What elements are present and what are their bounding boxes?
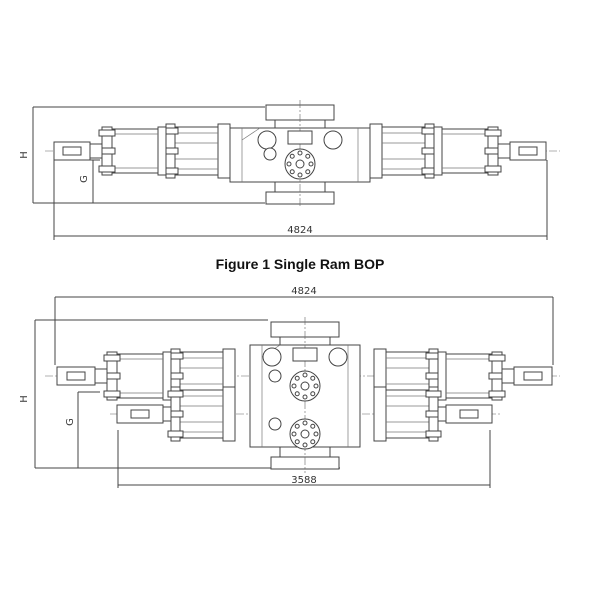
ram-cylinder xyxy=(381,126,426,176)
ram-cylinder xyxy=(174,126,219,176)
piston-rod xyxy=(94,368,108,384)
lock-cylinder xyxy=(441,128,489,174)
name-plate xyxy=(292,347,318,362)
fig2-bottom-width-dimension: 3588 xyxy=(291,475,316,486)
port-bore xyxy=(300,381,310,391)
bolt xyxy=(103,354,121,362)
flange xyxy=(433,126,443,176)
body-chamfer xyxy=(241,127,261,141)
bolt-hole xyxy=(294,423,300,429)
valve-port xyxy=(268,369,282,383)
bolt xyxy=(103,390,121,398)
bolt-hole xyxy=(291,431,297,437)
bolt-hole xyxy=(305,153,311,159)
port-bore xyxy=(300,429,310,439)
bolt-hole xyxy=(302,394,308,400)
handle-slot xyxy=(459,409,479,419)
bolt-hole xyxy=(291,383,297,389)
handle-slot xyxy=(518,146,538,156)
bolt-hole xyxy=(286,161,292,167)
bolt-hole xyxy=(297,172,303,178)
gauge-port xyxy=(328,347,348,367)
handle-slot xyxy=(523,371,543,381)
bolt xyxy=(425,430,442,438)
name-plate xyxy=(287,130,313,145)
handle-slot xyxy=(62,146,82,156)
lock-cylinder xyxy=(116,353,164,399)
double-ram-bop-drawing xyxy=(34,296,560,488)
bonnet xyxy=(222,386,236,442)
port-bore xyxy=(295,159,305,169)
handle-slot xyxy=(130,409,150,419)
flange xyxy=(157,126,167,176)
bolt-hole xyxy=(310,439,316,445)
bonnet xyxy=(373,386,387,442)
bolt-hole xyxy=(294,375,300,381)
bolt-hole xyxy=(289,169,295,175)
bolt-hole xyxy=(302,442,308,448)
ram-cylinder xyxy=(179,389,224,439)
bolt-hole xyxy=(294,439,300,445)
valve-port xyxy=(263,147,277,161)
fig2-height-label: H xyxy=(19,395,30,403)
bolt xyxy=(167,430,184,438)
bolt-hole xyxy=(294,391,300,397)
bolt-hole xyxy=(297,150,303,156)
bolt-hole xyxy=(302,372,308,378)
bolt-hole xyxy=(302,420,308,426)
bolt-hole xyxy=(310,423,316,429)
bolt xyxy=(98,165,116,173)
single-ram-bop-drawing xyxy=(32,100,560,240)
gauge-port xyxy=(257,130,277,150)
gauge-port xyxy=(262,347,282,367)
fig1-height-label: H xyxy=(19,151,30,159)
fig2-g-label: G xyxy=(65,418,76,426)
bolt-hole xyxy=(313,383,319,389)
bolt xyxy=(98,129,116,137)
piston-rod xyxy=(89,143,103,159)
bolt-hole xyxy=(289,153,295,159)
piston-rod xyxy=(501,368,515,384)
bolt-hole xyxy=(310,375,316,381)
valve-port xyxy=(268,417,282,431)
fig2-top-width-dimension: 4824 xyxy=(291,286,316,297)
bolt xyxy=(484,129,502,137)
lock-cylinder xyxy=(445,353,493,399)
gauge-port xyxy=(323,130,343,150)
fig1-g-label: G xyxy=(79,175,90,183)
piston-rod xyxy=(162,406,172,422)
bolt xyxy=(488,354,506,362)
figure-1-caption: Figure 1 Single Ram BOP xyxy=(215,256,385,272)
bonnet xyxy=(369,123,383,179)
bolt xyxy=(167,390,184,398)
handle-slot xyxy=(66,371,86,381)
bolt xyxy=(484,165,502,173)
bolt-hole xyxy=(310,391,316,397)
fig1-width-dimension: 4824 xyxy=(287,225,312,236)
bolt-hole xyxy=(308,161,314,167)
lock-cylinder xyxy=(111,128,159,174)
ram-cylinder xyxy=(385,389,430,439)
bolt-hole xyxy=(305,169,311,175)
piston-rod xyxy=(437,406,447,422)
bonnet xyxy=(217,123,231,179)
bolt xyxy=(488,390,506,398)
piston-rod xyxy=(497,143,511,159)
bolt xyxy=(425,390,442,398)
bolt-hole xyxy=(313,431,319,437)
